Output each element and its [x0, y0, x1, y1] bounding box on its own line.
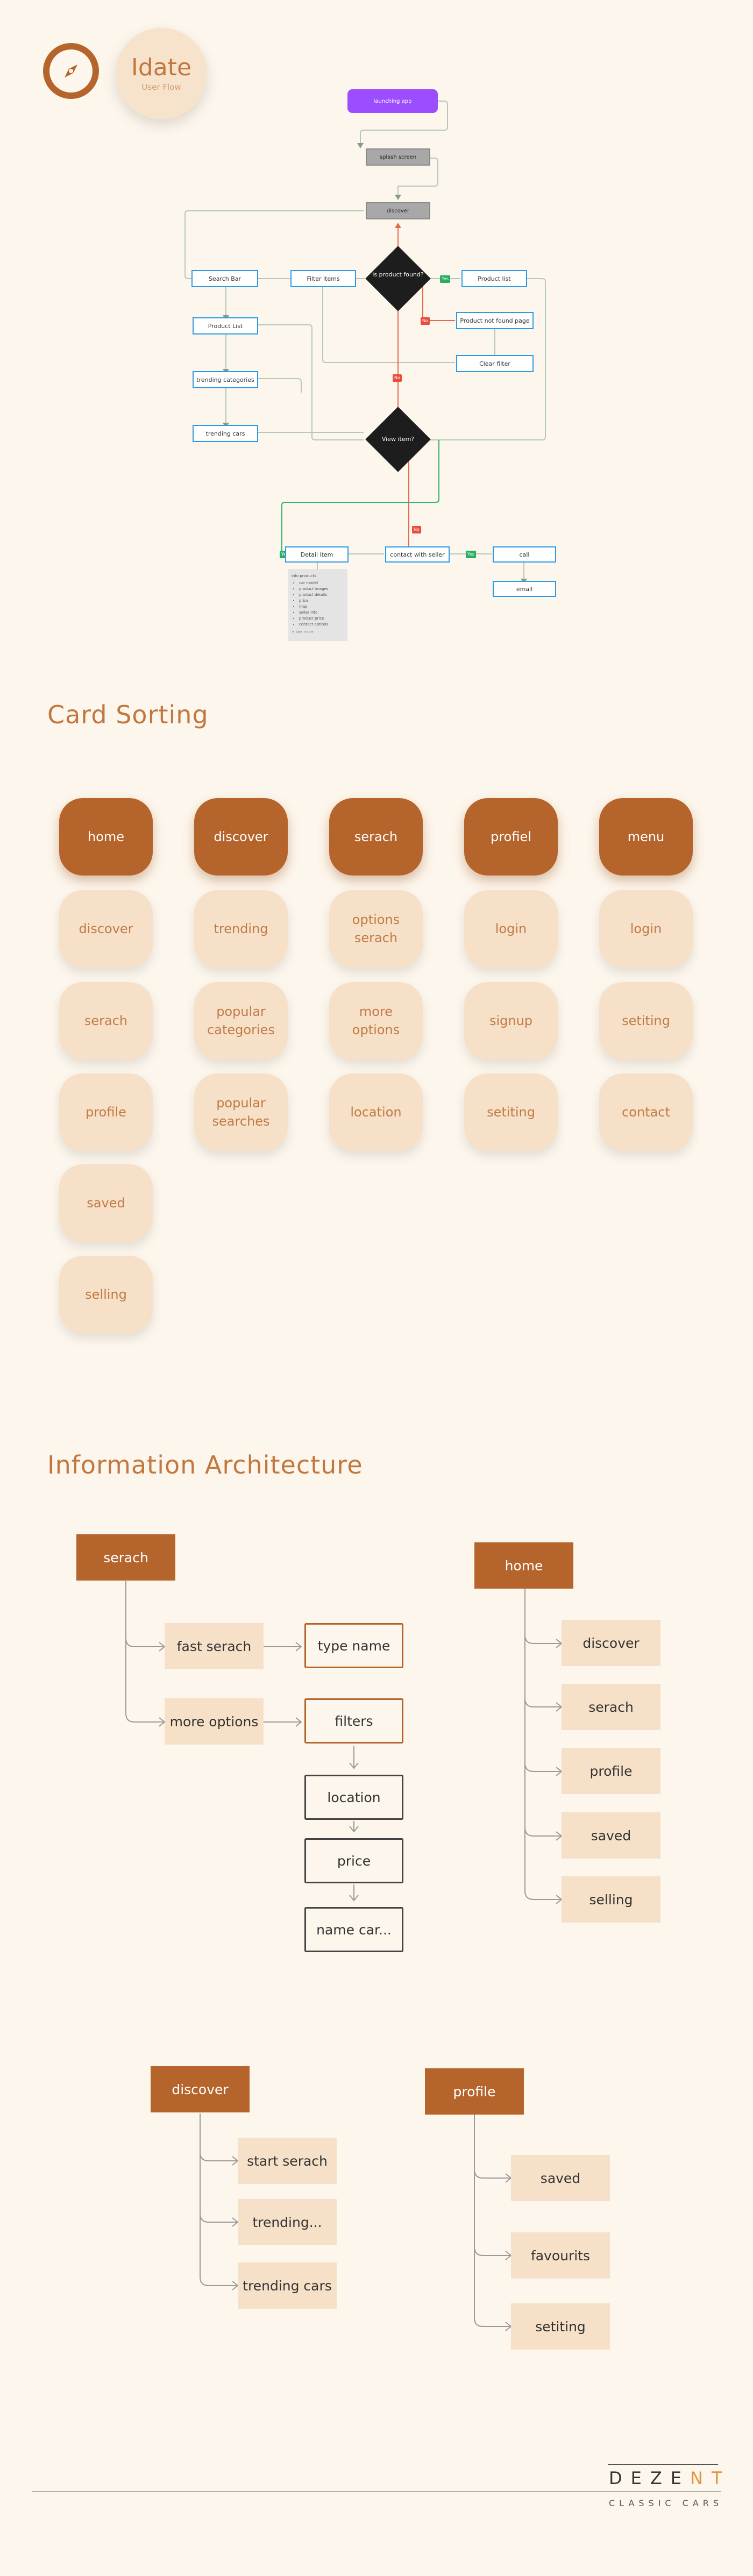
flow-product-list-right: Product list [461, 270, 527, 287]
flow-trending-categories: trending categories [193, 371, 258, 388]
ia-discover-item: start serach [238, 2138, 337, 2184]
ia-profile-item: saved [511, 2155, 610, 2201]
card-item: signup [464, 982, 558, 1059]
card-item: popular searches [194, 1073, 288, 1151]
card-item: more options [329, 982, 423, 1059]
flow-clear-filter: Clear filter [456, 355, 534, 372]
ia-name-car: name car... [304, 1907, 403, 1952]
card-item: saved [59, 1164, 153, 1242]
ia-profile-item: favourits [511, 2232, 610, 2279]
ia-profile-item: setiting [511, 2303, 610, 2350]
note-title: info products [292, 574, 316, 578]
note-item: product price [299, 616, 344, 622]
card-sorting-title: Card Sorting [47, 700, 209, 729]
card-item: selling [59, 1256, 153, 1333]
flow-tag-no1: No [421, 317, 430, 325]
note-item: product images [299, 586, 344, 592]
flow-tag-no3-top: No [412, 526, 421, 533]
ia-profile-head: profile [425, 2068, 524, 2115]
flow-connectors [184, 101, 546, 584]
flow-splash: splash screen [366, 148, 430, 166]
card-head-profiel: profiel [464, 798, 558, 876]
card-item: location [329, 1073, 423, 1151]
card-item: serach [59, 982, 153, 1059]
flow-tag-yes1: Yes [440, 275, 450, 283]
flow-product-list: Product List [193, 317, 258, 335]
footer-logo: DEZENT [609, 2468, 730, 2488]
card-head-discover: discover [194, 798, 288, 876]
ia-home-item: serach [562, 1684, 660, 1730]
flow-not-found: Product not found page [456, 312, 534, 329]
note-item: product details [299, 592, 344, 598]
flow-tag-no2: No [393, 374, 402, 382]
brand-badge: Idate User Flow [116, 28, 207, 119]
ia-location: location [304, 1775, 403, 1820]
ia-discover-head: discover [151, 2066, 250, 2112]
ia-type-name: type name [304, 1623, 403, 1668]
flow-filter-items: Filter items [290, 270, 356, 287]
note-item: seller info [299, 610, 344, 616]
flow-decision-found-label: is product found? [372, 271, 424, 278]
flow-detail-item: Detail item [285, 546, 349, 563]
note-list: car model product images product details… [292, 580, 344, 628]
flow-tag-yes3: Yes [466, 551, 476, 558]
card-item: contact [599, 1073, 693, 1151]
note-footer: + see more [292, 630, 314, 634]
brand-subtitle: User Flow [141, 82, 181, 92]
ia-discover-item: trending... [238, 2199, 337, 2245]
card-item: options serach [329, 890, 423, 967]
logo-text: DEZE [609, 2468, 690, 2488]
card-head-serach: serach [329, 798, 423, 876]
flow-email: email [493, 581, 556, 597]
card-item: login [599, 890, 693, 967]
flow-call: call [493, 546, 556, 563]
card-item: popular categories [194, 982, 288, 1059]
card-item: discover [59, 890, 153, 967]
footer-divider [32, 2491, 721, 2492]
flow-launch: launching app [347, 89, 438, 113]
card-item: setiting [464, 1073, 558, 1151]
ia-home-item: profile [562, 1748, 660, 1794]
flow-search-bar: Search Bar [191, 270, 258, 287]
ia-home-item: selling [562, 1876, 660, 1923]
card-head-home: home [59, 798, 153, 876]
ia-fast-search: fast serach [165, 1623, 264, 1669]
ia-discover-item: trending cars [238, 2262, 337, 2309]
note-item: price [299, 598, 344, 604]
ia-more-options: more options [165, 1698, 264, 1745]
card-item: trending [194, 890, 288, 967]
ia-home-head: home [474, 1542, 573, 1589]
ia-home-item: discover [562, 1620, 660, 1666]
ia-price: price [304, 1838, 403, 1883]
flow-trending-cars: trending cars [193, 425, 258, 442]
note-item: map [299, 604, 344, 610]
card-head-menu: menu [599, 798, 693, 876]
footer-logo-sub: CLASSIC CARS [609, 2498, 723, 2508]
flow-discover: discover [366, 202, 430, 219]
flow-decision-view-label: View item? [381, 436, 415, 443]
ia-search-head: serach [76, 1534, 175, 1581]
card-item: setiting [599, 982, 693, 1059]
flow-detail-note: info products car model product images p… [288, 569, 347, 641]
flow-contact-seller: contact with seller [385, 546, 450, 563]
logo-rule [608, 2464, 718, 2465]
logo-accent: NT [690, 2468, 731, 2488]
card-item: profile [59, 1073, 153, 1151]
card-item: login [464, 890, 558, 967]
ia-filters: filters [304, 1698, 403, 1744]
ia-home-item: saved [562, 1812, 660, 1859]
ia-title: Information Architecture [47, 1450, 363, 1479]
note-item: contact options [299, 622, 344, 628]
note-item: car model [299, 580, 344, 586]
brand-title: Idate [131, 54, 192, 81]
